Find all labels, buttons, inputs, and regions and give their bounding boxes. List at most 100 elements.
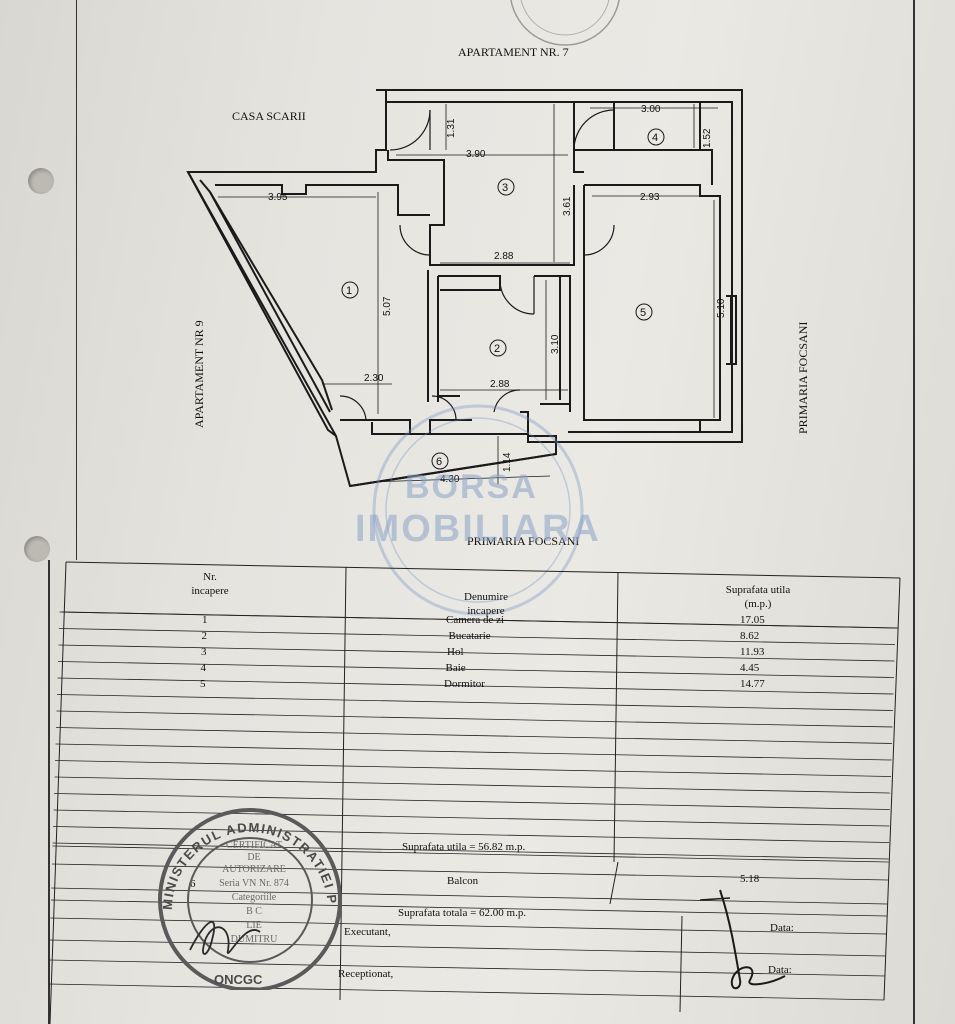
dimension-lines: [218, 104, 718, 484]
room-markers: [341, 128, 665, 470]
watermark-text-2: IMOBILIARA: [355, 508, 601, 550]
table-rule-line: [55, 743, 892, 761]
receptionat-label: Receptionat,: [338, 968, 394, 980]
table-rule-line: [58, 661, 895, 678]
frame-line: [76, 0, 77, 560]
dim-3-00: 3.00: [641, 104, 661, 115]
balcon-label: Balcon: [447, 875, 479, 887]
signature-2: [699, 889, 786, 990]
signature-1: [189, 921, 261, 955]
header-denumire: Denumire incapere: [416, 590, 556, 618]
dim-1-31: 1.31: [446, 118, 457, 138]
header-den-line2: incapere: [467, 605, 505, 617]
row-area: 8.62: [740, 629, 760, 642]
punch-hole: [24, 536, 50, 562]
stamp-line6: B C: [246, 906, 262, 917]
dim-2-88-bottom: 2.88: [490, 379, 510, 390]
total-utila: Suprafata utila = 56.82 m.p.: [402, 841, 526, 853]
stamp-bottom-text: ONCGC: [214, 972, 263, 987]
room-number-2: 2: [494, 343, 500, 355]
table-rule-line: [56, 710, 893, 728]
dim-5-10: 5.10: [716, 298, 727, 318]
official-stamp: MINISTERUL ADMINISTRATIEI PUBLICE ONCGC …: [150, 800, 342, 990]
label-casa-scarii: CASA SCARII: [232, 109, 306, 123]
stamp-line1: CERTIFICAT: [226, 840, 282, 851]
partial-stamp: [510, 0, 620, 46]
row-name: Camera de zi: [446, 614, 505, 626]
balcon-nr: 6: [190, 878, 196, 890]
table-rule-line: [59, 628, 896, 645]
table-rule-line: [55, 760, 892, 777]
table-rule-line: [56, 727, 893, 744]
table-rule-line: [59, 611, 896, 629]
table-rule-line: [48, 983, 885, 1001]
row-name: Baie: [445, 661, 466, 674]
dim-3-95: 3.95: [268, 192, 288, 203]
table-rule-line: [51, 887, 888, 905]
table-rule-line: [57, 677, 894, 695]
table-rule-line: [51, 863, 888, 881]
dim-2-30: 2.30: [364, 373, 384, 384]
total-suprafata: Suprafata totala = 62.00 m.p.: [398, 907, 527, 919]
table-rule-line: [57, 694, 894, 711]
row-nr: 3: [201, 645, 207, 658]
room-number-3: 3: [502, 182, 508, 194]
header-nr-line1: Nr.: [203, 571, 217, 583]
row-nr: 1: [202, 614, 208, 626]
data-label-1: Data:: [770, 922, 794, 934]
table-rule-line: [54, 793, 891, 810]
row-nr: 5: [200, 677, 206, 690]
room-number-1: 1: [346, 285, 352, 297]
row-area: 14.77: [740, 677, 765, 690]
room-number-5: 5: [640, 307, 646, 319]
table-rule-line: [49, 939, 886, 957]
dim-1-52: 1.52: [702, 128, 713, 148]
table-rule-line: [50, 917, 887, 935]
table-rule-line: [58, 644, 895, 662]
frame-line: [48, 560, 50, 1024]
balcon-area: 5.18: [740, 873, 760, 885]
room-number-6: 6: [436, 456, 442, 468]
header-nr-line2: incapere: [191, 585, 229, 597]
dim-4-30: 4.30: [440, 474, 460, 485]
label-primaria-bottom: PRIMARIA FOCSANI: [467, 534, 580, 548]
row-name: Bucatarie: [448, 629, 491, 642]
punch-hole: [28, 168, 54, 194]
dim-1-14: 1.14: [502, 452, 513, 472]
floor-plan: 1.31 3.90 3.00 1.52 3.61 3.95 2.93 2.88 …: [186, 89, 743, 488]
table-rule-line: [52, 845, 889, 863]
dim-2-88-top: 2.88: [494, 251, 514, 262]
dim-2-93: 2.93: [640, 192, 660, 203]
plan-walls: [186, 89, 743, 488]
dim-3-10: 3.10: [550, 334, 561, 354]
header-suprafata: Suprafata utila (m.p.): [688, 583, 828, 611]
row-nr: 2: [201, 629, 208, 642]
row-name: Dormitor: [444, 677, 485, 690]
dim-3-90: 3.90: [466, 149, 486, 160]
row-area: 17.05: [740, 614, 765, 626]
header-sup-line2: (m.p.): [744, 598, 772, 610]
stamp-line7: LIE: [246, 920, 262, 931]
table-rule-line: [49, 959, 886, 977]
table-rule-line: [54, 776, 891, 794]
stamp-line5: Categoriile: [232, 892, 277, 903]
executant-label: Executant,: [344, 926, 391, 938]
row-area: 4.45: [740, 661, 760, 674]
stamp-line8: DUMITRU: [231, 934, 278, 945]
row-area: 11.93: [740, 645, 765, 658]
table-rule-line: [52, 842, 889, 860]
header-den-line1: Denumire: [464, 591, 508, 603]
room-number-4: 4: [652, 132, 658, 144]
stamp-line2: DE: [247, 852, 260, 863]
table-rule-line: [50, 899, 887, 917]
header-sup-line1: Suprafata utila: [725, 584, 791, 596]
stamp-line3: AUTORIZARE: [222, 864, 286, 875]
table-rule-line: [53, 809, 890, 827]
dim-5-07: 5.07: [382, 296, 393, 316]
row-nr: 4: [200, 661, 207, 674]
watermark-logo: [372, 404, 584, 616]
dim-3-61: 3.61: [562, 196, 573, 216]
data-label-2: Data:: [768, 964, 792, 976]
header-nr: Nr. incapere: [150, 570, 270, 598]
